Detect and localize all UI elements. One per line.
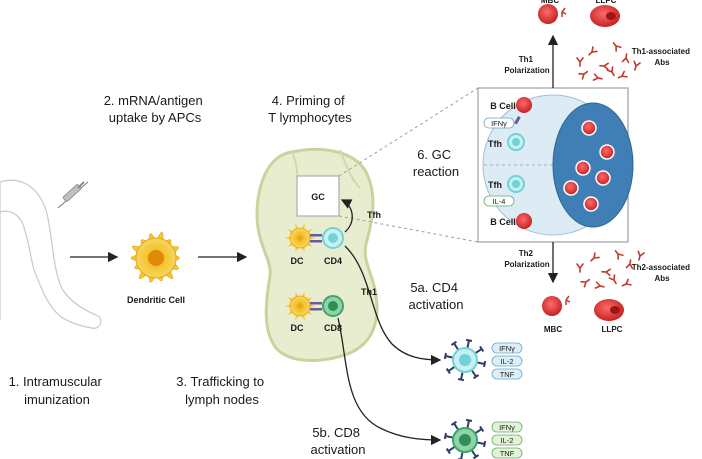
step-2-label: 2. mRNA/antigen uptake by APCs [104,93,207,125]
dc-cd4-synapse [285,223,344,253]
th2-antibodies [576,250,645,289]
cd8-arrow [337,317,442,446]
dendritic-cell [130,231,180,283]
cd8-ifng: IFNγ [499,423,515,432]
gc-label: GC [311,192,325,202]
mbc-bottom-label: MBC [544,325,562,334]
gc-dark-zone [552,102,634,228]
gc-box [296,175,340,217]
th1-abs-label: Th1-associated Abs [632,47,692,67]
llpc-top [590,5,620,27]
tfh-label-bottom: Tfh [488,180,502,190]
cd8-effector-cell [443,418,487,459]
dc-label-2: DC [291,323,304,333]
step-4-label: 4. Priming of T lymphocytes [268,93,352,125]
th1-label: Th1 [361,287,377,297]
step-6-label: 6. GC reaction [413,147,459,179]
step-3-label: 3. Trafficking to lymph nodes [176,374,268,407]
gc-ifng-pill [483,117,515,129]
gc-il4-text: IL-4 [493,197,506,206]
gc-il4-pill [483,195,515,207]
b-cell-bottom [516,213,532,229]
dc-label-1: DC [291,256,304,266]
th2-abs-label: Th2-associated Abs [632,263,692,283]
syringe-icon [57,181,89,209]
gc-ifng-text: IFNγ [491,119,507,128]
zoom-line-top [338,87,479,177]
gc-dark-zone-b-cells [563,120,615,212]
llpc-top-label: LLPC [596,0,617,5]
step-5b-label: 5b. CD8 activation [311,425,366,457]
tfh-label-top: Tfh [488,139,502,149]
th2-polarization-label: Th2 Polarization [504,249,549,269]
dendritic-cell-label: Dendritic Cell [127,295,185,305]
cd4-ifng: IFNγ [499,344,515,353]
step-5a-label: 5a. CD4 activation [409,280,464,312]
cd4-il2: IL-2 [501,357,514,366]
arm-illustration [0,179,102,329]
cd8-cytokines: IFNγ IL-2 TNF [491,421,523,459]
th1-antibodies [576,42,641,81]
cd8-label: CD8 [324,323,342,333]
b-cell-label-top: B Cell [490,101,516,111]
cd8-il2: IL-2 [501,436,514,445]
cd8-tnf: TNF [500,449,515,458]
cd4-label: CD4 [324,256,342,266]
mbc-bottom [542,295,571,316]
cd4-tnf: TNF [500,370,515,379]
tfh-arrow [340,199,353,233]
cd4-effector-cell [443,338,487,382]
th1-polarization-label: Th1 Polarization [504,55,549,75]
b-cell-top [516,97,532,113]
llpc-bottom-label: LLPC [602,325,623,334]
mbc-top [538,4,567,24]
step-1-label: 1. Intramuscular imunization [9,374,106,407]
b-cell-label-bottom: B Cell [490,217,516,227]
th1-arrow [344,245,442,366]
cd4-cytokines: IFNγ IL-2 TNF [491,342,523,380]
mbc-top-label: MBC [541,0,559,5]
llpc-bottom [594,299,624,321]
tfh-label-ln: Tfh [367,210,381,220]
dc-cd8-synapse [285,291,344,321]
